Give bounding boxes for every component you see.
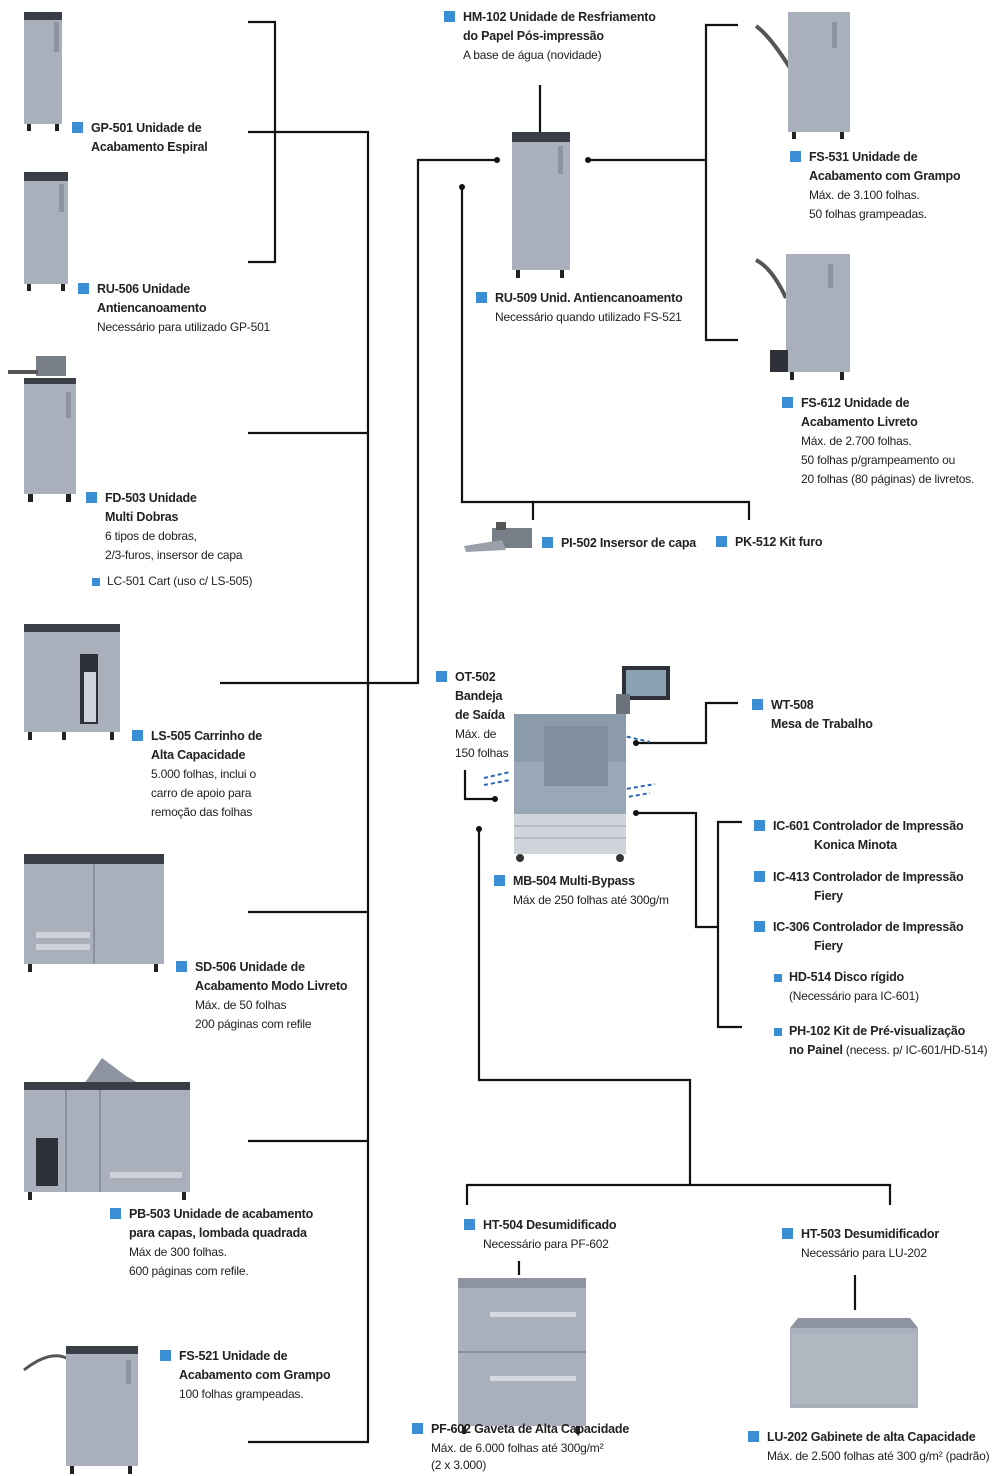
bullet-icon	[754, 820, 765, 831]
bullet-icon	[754, 871, 765, 882]
bullet-icon	[790, 151, 801, 162]
bullet-icon	[110, 1208, 121, 1219]
device-ru506	[24, 172, 68, 291]
label-ht503: HT-503 Desumidificador Necessário para L…	[782, 1225, 939, 1263]
label-ph102: PH-102 Kit de Pré-visualização no Painel…	[774, 1022, 988, 1060]
connector-fs-bracket	[704, 23, 738, 342]
bullet-icon	[774, 974, 782, 982]
label-fs521: FS-521 Unidade de Acabamento com Grampo …	[160, 1347, 331, 1404]
device-fs521	[23, 1346, 138, 1474]
connector-ot502	[463, 770, 495, 801]
bullet-icon	[444, 11, 455, 22]
bullet-icon	[86, 492, 97, 503]
label-lu202: LU-202 Gabinete de alta Capacidade Máx. …	[748, 1428, 990, 1466]
connector-ic-bracket	[716, 820, 742, 1029]
bullet-icon	[754, 921, 765, 932]
label-pi502: PI-502 Insersor de capa	[542, 534, 696, 553]
bullet-icon	[752, 699, 763, 710]
label-ls505: LS-505 Carrinho de Alta Capacidade 5.000…	[132, 727, 262, 822]
device-ru509	[512, 132, 570, 278]
label-ru509: RU-509 Unid. Antiencanoamento Necessário…	[476, 289, 683, 327]
device-pi502	[464, 522, 532, 552]
label-ot502: OT-502 Bandeja de Saída Máx. de 150 folh…	[436, 668, 509, 763]
label-lc501: LC-501 Cart (uso c/ LS-505)	[92, 572, 253, 591]
label-pb503: PB-503 Unidade de acabamento para capas,…	[110, 1205, 313, 1281]
device-pf602	[458, 1278, 586, 1434]
label-fs612: FS-612 Unidade de Acabamento Livreto Máx…	[782, 394, 974, 489]
device-pb503	[24, 1058, 190, 1200]
bullet-icon	[72, 122, 83, 133]
label-pk512: PK-512 Kit furo	[716, 533, 822, 552]
bullet-icon	[436, 671, 447, 682]
connector-ht-bracket	[465, 1183, 892, 1205]
label-hd514: HD-514 Disco rígido (Necessário para IC-…	[774, 968, 919, 1006]
device-fd503	[8, 356, 76, 502]
connector-gp501	[248, 20, 277, 264]
connector-ls505	[220, 158, 497, 685]
label-ru506: RU-506 Unidade Antiencanoamento Necessár…	[78, 280, 270, 337]
device-fs612	[755, 254, 850, 380]
label-fs531: FS-531 Unidade de Acabamento com Grampo …	[790, 148, 961, 224]
label-gp501: GP-501 Unidade de Acabamento Espiral	[72, 119, 208, 157]
label-mb504: MB-504 Multi-Bypass Máx de 250 folhas at…	[494, 872, 669, 910]
connector-pi502	[460, 187, 751, 520]
device-lu202	[790, 1318, 918, 1408]
label-wt508: WT-508 Mesa de Trabalho	[752, 696, 873, 734]
bullet-icon	[176, 961, 187, 972]
device-gp501	[24, 12, 62, 131]
label-fd503: FD-503 Unidade Multi Dobras 6 tipos de d…	[86, 489, 243, 565]
bullet-icon	[782, 397, 793, 408]
label-ic306: IC-306 Controlador de Impressão Fiery	[754, 918, 964, 956]
bullet-icon	[78, 283, 89, 294]
device-fs531	[754, 12, 850, 139]
connector-left-trunk	[248, 130, 370, 1444]
connector-controller	[636, 811, 718, 929]
label-ic413: IC-413 Controlador de Impressão Fiery	[754, 868, 964, 906]
bullet-icon	[782, 1228, 793, 1239]
bullet-icon	[494, 875, 505, 886]
bullet-icon	[716, 536, 727, 547]
label-hm102: HM-102 Unidade de Resfriamento do Papel …	[444, 8, 656, 65]
label-ht504: HT-504 Desumidificado Necessário para PF…	[464, 1216, 617, 1254]
bullet-icon	[748, 1431, 759, 1442]
bullet-icon	[92, 578, 100, 586]
bullet-icon	[160, 1350, 171, 1361]
bullet-icon	[412, 1423, 423, 1434]
bullet-icon	[476, 292, 487, 303]
bullet-icon	[542, 537, 553, 548]
label-sd506: SD-506 Unidade de Acabamento Modo Livret…	[176, 958, 348, 1034]
connector-bottom	[477, 829, 692, 1185]
device-sd506	[24, 854, 164, 972]
connector-wt508	[636, 701, 738, 745]
bullet-icon	[132, 730, 143, 741]
device-main-press	[514, 666, 670, 862]
bullet-icon	[464, 1219, 475, 1230]
device-ls505	[24, 624, 120, 740]
label-pf602: PF-602 Gaveta de Alta Capacidade Máx. de…	[412, 1420, 629, 1473]
label-ic601: IC-601 Controlador de Impressão Konica M…	[754, 817, 964, 855]
bullet-icon	[774, 1028, 782, 1036]
